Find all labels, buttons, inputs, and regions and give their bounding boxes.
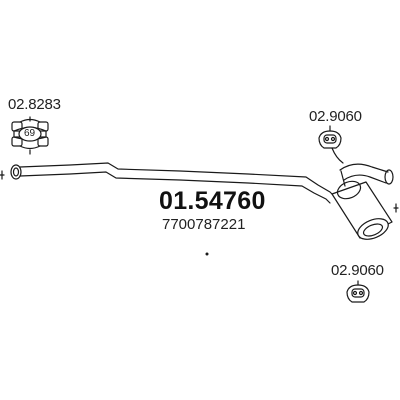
exhaust-clamp-icon [11,116,49,155]
clamp-part-code: 02.8283 [8,96,61,113]
dot-mark [205,252,209,256]
oem-part-number: 7700787221 [162,216,246,233]
exhaust-pipe-silencer-icon [0,162,399,240]
hanger-top-part-code: 02.9060 [309,108,362,125]
badge-69: 69 [24,128,36,139]
main-part-number: 01.54760 [159,187,266,215]
rubber-hanger-top-icon [318,125,344,164]
rubber-hanger-bottom-icon [346,280,370,303]
hanger-bottom-part-code: 02.9060 [331,262,384,279]
